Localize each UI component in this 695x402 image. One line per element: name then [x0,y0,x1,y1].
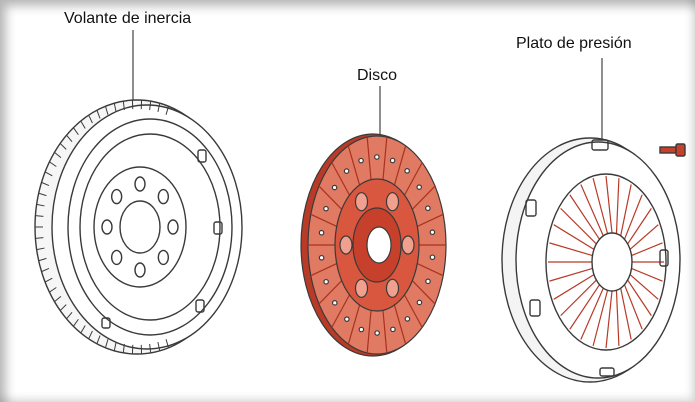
rivet [324,206,328,210]
rivet [332,185,336,189]
rivet [430,255,434,259]
damper-spring [387,193,399,211]
pressure-plate-label: Plato de presión [516,35,632,53]
rivet [417,185,421,189]
rivet [405,317,409,321]
rivet [359,327,363,331]
rivet [426,279,430,283]
rivet [359,158,363,162]
damper-spring [402,236,414,254]
damper-spring [356,193,368,211]
rivet [426,206,430,210]
damper-spring [340,236,352,254]
rivet [390,158,394,162]
rivet [417,300,421,304]
clutch-disc-illustration [301,86,446,356]
damper-spring [387,279,399,297]
rivet [375,155,379,159]
rivet [391,327,395,331]
rivet [333,301,337,305]
disc-label: Disco [357,67,397,85]
flywheel-label: Volante de inercia [64,10,191,28]
rivet [345,317,349,321]
flywheel-illustration [35,30,242,354]
rivet [430,230,434,234]
rivet [324,280,328,284]
damper-spring [356,279,368,297]
pressure-plate-illustration [502,58,685,382]
rivet [319,256,323,260]
rivet [405,169,409,173]
rivet [319,231,323,235]
rivet [375,331,379,335]
bolt-icon [660,144,685,156]
rivet [344,169,348,173]
